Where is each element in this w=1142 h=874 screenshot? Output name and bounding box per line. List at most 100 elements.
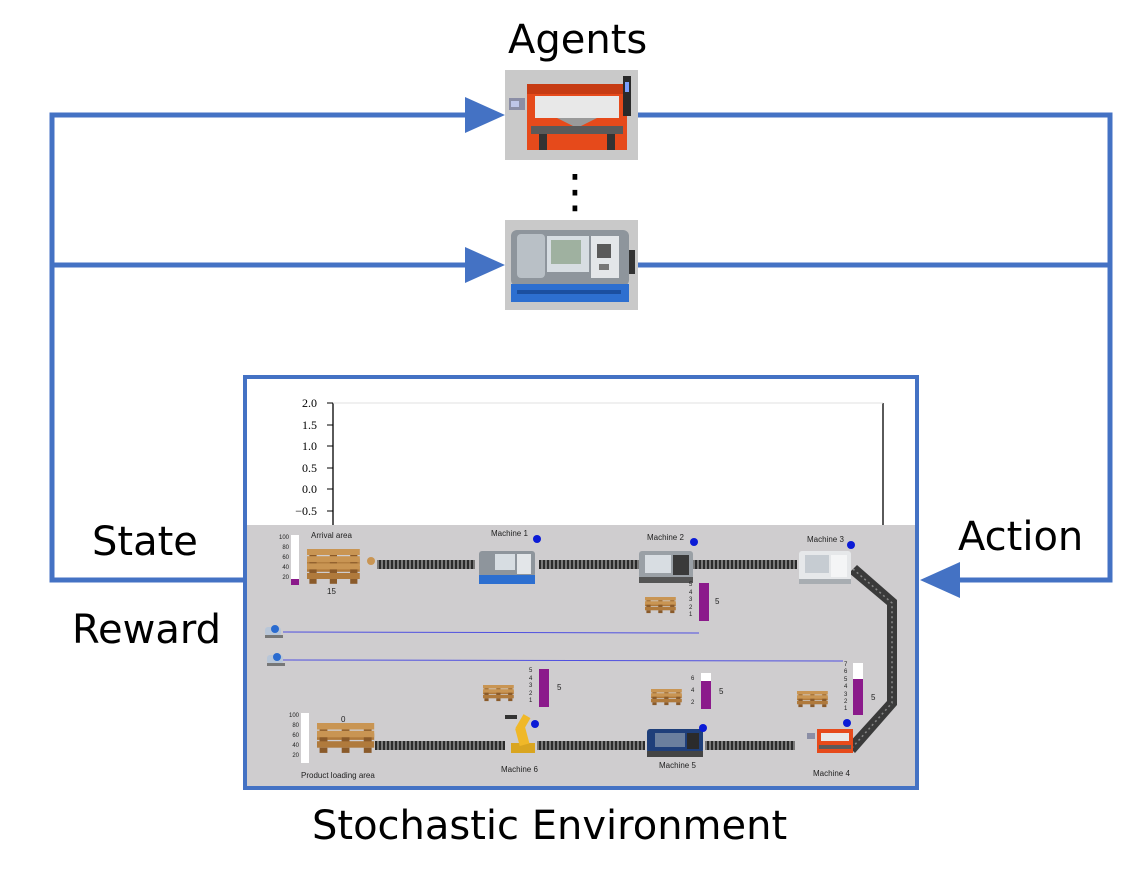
machine-2-icon bbox=[639, 551, 693, 583]
scale-tick: 1 bbox=[689, 612, 693, 618]
arrowhead-environment bbox=[920, 562, 960, 598]
scale-tick: 4 bbox=[689, 589, 693, 596]
scale-tick: 40 bbox=[292, 743, 299, 749]
buffer-m5-scale: 6 4 2 bbox=[691, 673, 694, 709]
conveyor-arrival-m1 bbox=[377, 560, 475, 569]
product-count: 0 bbox=[341, 715, 346, 724]
machine-3-label: Machine 3 bbox=[807, 535, 844, 544]
state-label: State bbox=[92, 519, 198, 565]
buffer-m4-level-bar bbox=[853, 679, 863, 715]
scale-tick: 4 bbox=[844, 684, 848, 691]
buffer-m6-value: 5 bbox=[557, 683, 562, 692]
machine-2-status-dot bbox=[690, 538, 698, 546]
conveyor-m2-m3 bbox=[693, 560, 797, 569]
plot-y-tick: 1.0 bbox=[302, 439, 317, 453]
agents-title: Agents bbox=[508, 17, 648, 63]
environment-label: Stochastic Environment bbox=[312, 803, 788, 849]
buffer-m2-pallet-icon bbox=[645, 597, 676, 614]
scale-tick: 80 bbox=[282, 545, 289, 551]
buffer-m5-value: 5 bbox=[719, 687, 724, 696]
scale-tick: 3 bbox=[844, 691, 848, 698]
buffer-m5-level-bar bbox=[701, 681, 711, 709]
scale-tick: 2 bbox=[691, 700, 695, 706]
machine-3-status-dot bbox=[847, 541, 855, 549]
buffer-m6-scale: 5 4 3 2 1 bbox=[529, 668, 532, 706]
scale-tick: 100 bbox=[289, 713, 300, 719]
machine-3-icon bbox=[799, 551, 851, 584]
factory-layout-graphics bbox=[265, 535, 897, 763]
scale-tick: 60 bbox=[282, 555, 289, 561]
press-brake-machine-icon bbox=[509, 76, 631, 150]
scale-tick: 4 bbox=[691, 688, 695, 694]
machine-4-label: Machine 4 bbox=[813, 769, 850, 778]
scale-tick: 20 bbox=[282, 575, 289, 581]
machine-5-icon bbox=[647, 729, 703, 757]
buffer-m2-value: 5 bbox=[715, 597, 720, 606]
agent-cnc-lathe bbox=[505, 220, 638, 310]
buffer-m6-pallet-icon bbox=[483, 685, 514, 702]
arrival-pallets-icon bbox=[307, 549, 360, 584]
conveyor-m4-m5 bbox=[705, 741, 795, 750]
buffer-m4-pallet-icon bbox=[797, 691, 828, 708]
conveyor-m5-m6 bbox=[537, 741, 645, 750]
scale-tick: 3 bbox=[689, 597, 693, 603]
plot-y-tick: 0.0 bbox=[302, 482, 317, 496]
cnc-lathe-machine-icon bbox=[511, 230, 635, 302]
arrival-area-label: Arrival area bbox=[311, 531, 352, 540]
machine-5-label: Machine 5 bbox=[659, 761, 696, 770]
machine-4-icon bbox=[807, 729, 853, 753]
scale-tick: 80 bbox=[292, 723, 299, 729]
arrowhead-agent-1 bbox=[465, 97, 505, 133]
loading-scale: 100 80 60 40 20 bbox=[289, 711, 299, 761]
agv-robot-icon bbox=[265, 625, 283, 638]
machine-1-label: Machine 1 bbox=[491, 529, 528, 538]
buffer-m4-value: 5 bbox=[871, 693, 876, 702]
factory-simulation: Arrival area 15 100 80 60 40 20 Product … bbox=[247, 525, 915, 786]
machine-4-status-dot bbox=[843, 719, 851, 727]
state-line bbox=[49, 112, 470, 583]
machine-1-icon bbox=[479, 551, 535, 584]
scale-tick: 2 bbox=[844, 699, 848, 706]
conveyor-m3-m4 bbox=[847, 565, 897, 753]
machine-6-label: Machine 6 bbox=[501, 765, 538, 774]
plot-y-tick: 1.5 bbox=[302, 418, 317, 432]
scale-tick: 6 bbox=[844, 669, 848, 676]
arrival-level-bar bbox=[291, 579, 299, 585]
buffer-m4-scale: 7 6 5 4 3 2 1 bbox=[844, 662, 847, 714]
ellipsis: ⋮ bbox=[552, 164, 598, 218]
machine-2-label: Machine 2 bbox=[647, 533, 684, 542]
scale-tick: 2 bbox=[529, 690, 533, 697]
stochastic-environment: 2.0 1.5 1.0 0.5 0.0 −0.5 bbox=[243, 375, 919, 790]
scale-tick: 2 bbox=[689, 604, 693, 611]
machine-1-status-dot bbox=[533, 535, 541, 543]
environment-plot: 2.0 1.5 1.0 0.5 0.0 −0.5 bbox=[295, 396, 884, 529]
conveyor-m1-m2 bbox=[539, 560, 639, 569]
conveyor-m6-loading bbox=[375, 741, 505, 750]
buffer-m5-pallet-icon bbox=[651, 689, 682, 706]
arrowhead-agent-2 bbox=[465, 247, 505, 283]
scale-tick: 20 bbox=[292, 753, 299, 759]
buffer-m2-level-bar bbox=[699, 583, 709, 621]
scale-tick: 40 bbox=[282, 565, 289, 571]
agv-track-upper bbox=[282, 631, 700, 634]
arrival-count: 15 bbox=[327, 587, 336, 596]
scale-tick: 3 bbox=[529, 683, 533, 689]
agent-press-brake bbox=[505, 70, 638, 160]
loading-pallets-icon bbox=[317, 723, 375, 753]
scale-tick: 5 bbox=[689, 582, 693, 588]
scale-tick: 1 bbox=[844, 706, 848, 713]
scale-tick: 6 bbox=[691, 676, 695, 682]
plot-y-tick: 2.0 bbox=[302, 396, 317, 410]
machine-6-robot-arm-icon bbox=[505, 714, 535, 753]
product-loading-area-label: Product loading area bbox=[301, 771, 375, 780]
action-label: Action bbox=[958, 514, 1084, 560]
scale-tick: 100 bbox=[279, 535, 290, 541]
buffer-m2-scale: 5 4 3 2 1 bbox=[689, 582, 692, 620]
agv-robot-icon bbox=[267, 653, 285, 666]
scale-tick: 1 bbox=[529, 698, 533, 704]
scale-tick: 60 bbox=[292, 733, 299, 739]
scale-tick: 7 bbox=[844, 662, 848, 668]
agv-track-lower bbox=[282, 659, 844, 662]
scale-tick: 5 bbox=[529, 668, 533, 674]
